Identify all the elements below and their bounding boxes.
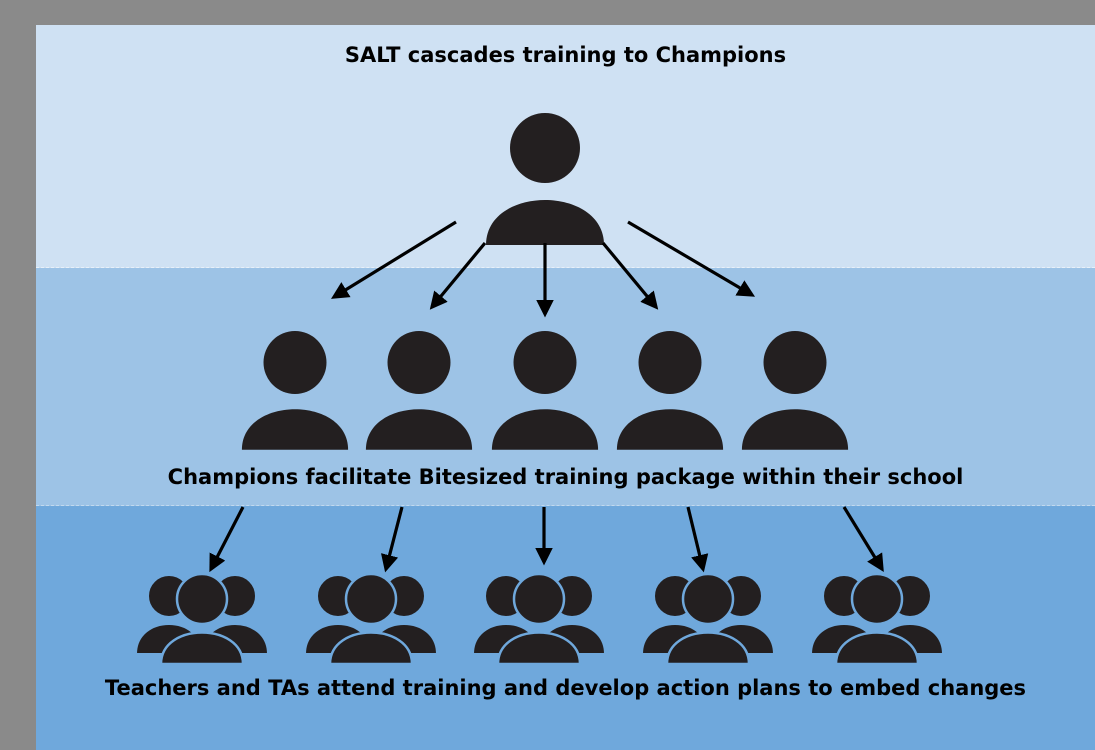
teacher-group-icon: [471, 572, 607, 666]
teacher-group-icon: [134, 572, 270, 666]
teacher-group-icon: [640, 572, 776, 666]
cascade-graphic: [134, 113, 945, 666]
cascade-arrow: [627, 220, 756, 297]
salt-person-icon: [486, 113, 604, 245]
champion-person-icon: [365, 331, 473, 450]
tier-champions-band: [36, 268, 1095, 506]
cascade-arrow: [601, 241, 659, 310]
tier-teachers-label: Teachers and TAs attend training and dev…: [104, 676, 1027, 700]
champion-person-icon: [616, 331, 724, 450]
cascade-arrow: [842, 506, 884, 573]
icons-layer: [134, 113, 945, 666]
cascade-arrow: [209, 506, 245, 573]
champion-person-icon: [741, 331, 849, 450]
tier-champions-label: Champions facilitate Bitesized training …: [167, 465, 964, 489]
teacher-group-icon: [303, 572, 439, 666]
teacher-group-icon: [809, 572, 945, 666]
champion-person-icon: [241, 331, 349, 450]
champion-person-icon: [491, 331, 599, 450]
cascade-arrow: [380, 506, 404, 573]
cascade-diagram: SALT cascades training to Champions Cham…: [36, 25, 1095, 750]
tier-salt-label: SALT cascades training to Champions: [344, 43, 787, 67]
arrows-layer: [209, 220, 884, 573]
cascade-arrow: [331, 220, 457, 299]
cascade-arrow: [429, 241, 487, 310]
cascade-arrow: [686, 506, 709, 573]
